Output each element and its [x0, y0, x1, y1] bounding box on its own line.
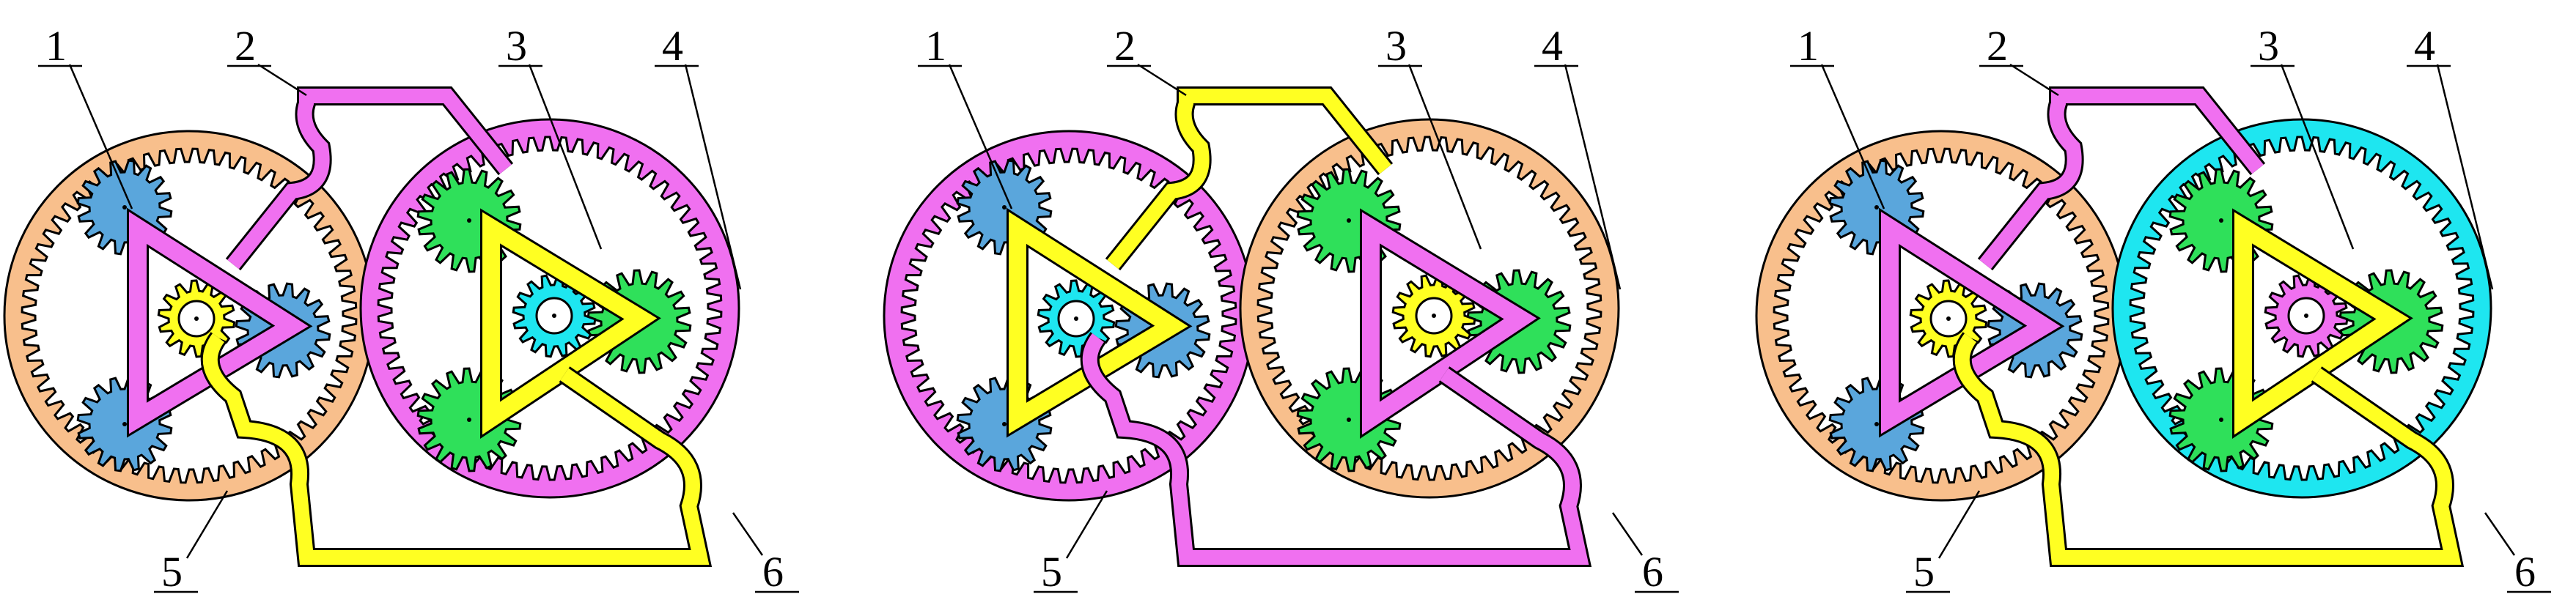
- carrier-right: [1362, 212, 1537, 435]
- sun-gear-right: [1391, 273, 1476, 358]
- planet-gear-left-1-center: [1874, 205, 1879, 210]
- leader-line-3: [2280, 64, 2355, 250]
- callout-label-4: 4: [662, 22, 683, 70]
- planet-gear-left-1-center: [122, 205, 127, 210]
- leader-line-5: [1937, 490, 1981, 559]
- callout-label-5: 5: [1913, 548, 1935, 596]
- sun-gear-left-center: [1946, 316, 1951, 321]
- callout-label-6: 6: [2514, 548, 2536, 596]
- leader-line-1: [948, 64, 1013, 210]
- upper-link: [227, 89, 512, 270]
- panel-1: 1 2 3 4 5 6: [3, 22, 799, 596]
- planet-gear-left-1-center: [1002, 205, 1007, 210]
- callout-label-1: 1: [925, 22, 946, 70]
- callout-label-6: 6: [1642, 548, 1663, 596]
- leader-line-4: [684, 64, 742, 290]
- leader-line-6: [1611, 512, 1644, 556]
- callout-label-5: 5: [161, 548, 183, 596]
- leader-line-3: [528, 64, 603, 250]
- callout-label-4: 4: [1542, 22, 1563, 70]
- leader-line-2: [2009, 63, 2059, 97]
- lower-link: [202, 333, 710, 565]
- leader-line-6: [732, 512, 764, 556]
- leader-line-2: [1137, 63, 1187, 97]
- sun-gear-left-center: [194, 316, 199, 321]
- carrier-right: [2234, 212, 2410, 435]
- planet-gear-left-3-center: [122, 422, 127, 426]
- carrier-right: [482, 212, 658, 435]
- leader-line-5: [1065, 490, 1108, 559]
- leader-line-5: [185, 490, 229, 559]
- panel-3: 1 2 3 4 5 6: [1755, 22, 2551, 596]
- callout-label-2: 2: [235, 22, 256, 70]
- planet-gear-right-1-center: [1347, 218, 1351, 223]
- planet-gear-right-1-center: [467, 218, 471, 223]
- sun-gear-right-center: [2304, 314, 2308, 318]
- upper-link: [1979, 89, 2264, 270]
- callout-label-2: 2: [1114, 22, 1136, 70]
- planet-gear-right-3-center: [2219, 418, 2223, 422]
- callout-label-3: 3: [1385, 22, 1407, 70]
- leader-line-4: [2436, 64, 2494, 290]
- callout-label-2: 2: [1987, 22, 2008, 70]
- panel-2: 1 2 3 4 5 6: [883, 22, 1679, 596]
- planet-gear-left-3-center: [1874, 422, 1879, 426]
- callout-label-3: 3: [506, 22, 527, 70]
- lower-link: [1954, 333, 2462, 565]
- ring-gear-right: [359, 118, 740, 499]
- planet-gear-right-3-center: [1347, 418, 1351, 422]
- callout-label-6: 6: [762, 548, 784, 596]
- leader-line-6: [2484, 512, 2516, 556]
- leader-line-1: [1820, 64, 1885, 210]
- ring-gear-right: [1239, 118, 1620, 499]
- leader-line-4: [1564, 64, 1622, 290]
- sun-gear-right-center: [552, 314, 556, 318]
- callout-label-5: 5: [1041, 548, 1062, 596]
- lower-link: [1082, 333, 1589, 565]
- planet-gear-left-3-center: [1002, 422, 1007, 426]
- callout-label-1: 1: [45, 22, 67, 70]
- ring-gear-right: [2111, 118, 2492, 499]
- upper-link: [1107, 89, 1391, 270]
- callout-label-3: 3: [2258, 22, 2279, 70]
- callout-label-4: 4: [2414, 22, 2435, 70]
- callout-label-1: 1: [1797, 22, 1819, 70]
- leader-line-3: [1407, 64, 1482, 250]
- leader-line-2: [257, 63, 307, 97]
- leader-line-1: [68, 64, 133, 210]
- planet-gear-right-1-center: [2219, 218, 2223, 223]
- sun-gear-left-center: [1074, 316, 1078, 321]
- sun-gear-right-center: [1432, 314, 1436, 318]
- planet-gear-right-3-center: [467, 418, 471, 422]
